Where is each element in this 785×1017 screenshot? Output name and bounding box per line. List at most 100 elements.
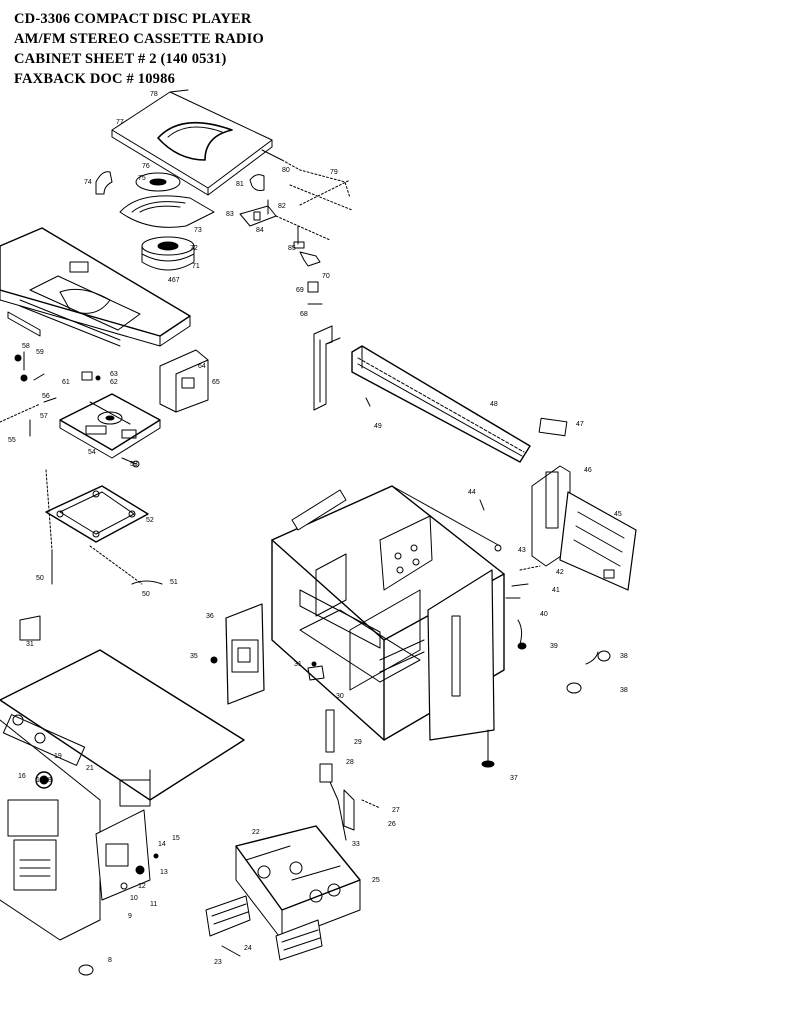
mechanism-frame-part [46,486,148,542]
callout-52: 52 [146,517,154,524]
callout-23: 23 [214,959,222,966]
callout-17: 17 [36,777,44,784]
callout-48: 48 [490,401,498,408]
callout-64: 64 [198,363,206,370]
callout-70: 70 [322,273,330,280]
leader-79 [281,159,351,199]
callout-78: 78 [150,91,158,98]
callout-28: 28 [346,759,354,766]
callout-43: 43 [518,547,526,554]
callout-69: 69 [296,287,304,294]
handle-bar-part [352,346,530,462]
title-model: CD-3306 COMPACT DISC PLAYER [14,11,252,27]
callout-56: 56 [42,393,50,400]
diagram-title-block: CD-3306 COMPACT DISC PLAYER AM/FM STEREO… [14,9,414,89]
callout-75: 75 [138,175,146,182]
callout-50-right: 50 [142,591,150,598]
callout-35: 35 [190,653,198,660]
callout-57: 57 [40,413,48,420]
callout-61: 61 [62,379,70,386]
callout-46: 46 [584,467,592,474]
callout-45: 45 [614,511,622,518]
laser-pickup-deck-part [60,394,160,467]
callout-74: 74 [84,179,92,186]
mechanism-screws-part [15,352,100,381]
clip-74-part [95,171,113,195]
callout-49: 49 [374,423,382,430]
callout-76: 76 [142,163,150,170]
callout-13: 13 [160,869,168,876]
callout-33: 33 [352,841,360,848]
callout-47: 47 [576,421,584,428]
front-switch-board-part [96,810,158,900]
callout-42: 42 [556,569,564,576]
callout-37: 37 [510,775,518,782]
mechanism-mount-bracket-part [160,350,208,412]
cassette-door-part [206,896,322,960]
callout-15: 15 [172,835,180,842]
callout-36: 36 [206,613,214,620]
lid-hinge-bracket-part [240,200,330,240]
callout-26: 26 [388,821,396,828]
callout-83: 83 [226,211,234,218]
callout-25: 25 [372,877,380,884]
callout-51: 51 [170,579,178,586]
callout-59: 59 [36,349,44,356]
callout-10: 10 [130,895,138,902]
callout-84: 84 [256,227,264,234]
callout-50-left: 50 [36,575,44,582]
callout-31: 31 [294,661,302,668]
callout-31-left: 31 [26,641,34,648]
side-tab-31-part [19,615,41,641]
cd-lid-part [111,90,282,196]
callout-38-top: 38 [620,653,628,660]
rear-side-panel-part [532,466,636,590]
switch-lever-part [320,710,380,840]
switch-bracket-part [211,604,264,704]
turntable-assembly-part [120,173,214,270]
callout-63: 63 [110,371,118,378]
title-description: AM/FM STEREO CASSETTE RADIO [14,31,264,47]
callout-44: 44 [468,489,476,496]
lid-spring-part [294,226,322,304]
callout-27: 27 [392,807,400,814]
knob-8-part [78,964,94,976]
part-30 [307,665,325,681]
callout-19: 19 [54,753,62,760]
callout-14: 14 [158,841,166,848]
cassette-mechanism-part [236,826,360,941]
callout-58: 58 [22,343,30,350]
main-cabinet-chassis-part [271,486,505,767]
callout-65: 65 [212,379,220,386]
callout-73: 73 [194,227,202,234]
callout-85: 85 [288,245,296,252]
callout-30: 30 [336,693,344,700]
front-cabinet-part [0,650,244,941]
callout-8: 8 [108,957,112,964]
label-card-47 [538,417,568,437]
callout-11: 11 [150,901,157,908]
callout-53: 53 [130,461,138,468]
callout-21: 21 [86,765,94,772]
callout-71: 71 [192,263,200,270]
callout-29: 29 [354,739,362,746]
callout-38-bottom: 38 [620,687,628,694]
clip-81-part [249,174,265,191]
callout-41: 41 [552,587,560,594]
callout-16: 16 [18,773,26,780]
callout-81: 81 [236,181,244,188]
callout-62: 62 [110,379,118,386]
callout-80: 80 [282,167,290,174]
side-bracket-part [314,326,340,410]
callout-68: 68 [300,311,308,318]
callout-9: 9 [128,913,132,920]
pin-49 [365,397,371,407]
callout-18: 18 [44,777,52,784]
knob-38-part [567,651,610,693]
callout-22: 22 [252,829,260,836]
cd-mechanism-chassis-part [0,228,190,347]
callout-39: 39 [550,643,558,650]
callout-82: 82 [278,203,286,210]
title-faxback: FAXBACK DOC # 10986 [14,71,176,87]
